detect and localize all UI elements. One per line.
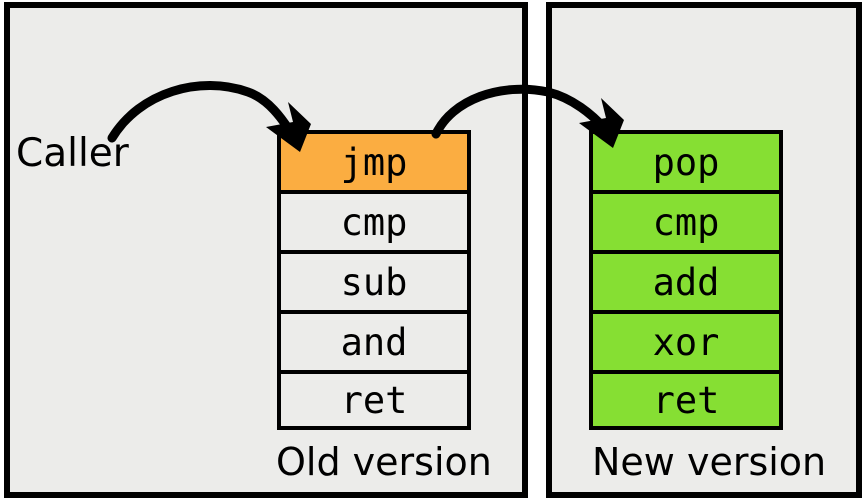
instruction-stack-new: pop cmp add xor ret bbox=[589, 130, 783, 430]
instruction-box-cmp: cmp bbox=[277, 190, 471, 250]
instruction-stack-old: jmp cmp sub and ret bbox=[277, 130, 471, 430]
instruction-label: cmp bbox=[652, 200, 720, 244]
caller-label: Caller bbox=[16, 131, 129, 176]
instruction-label: sub bbox=[340, 260, 408, 304]
instruction-label: pop bbox=[652, 140, 720, 184]
instruction-box-and: and bbox=[277, 310, 471, 370]
instruction-label: xor bbox=[652, 320, 720, 364]
instruction-box-xor: xor bbox=[589, 310, 783, 370]
instruction-box-add: add bbox=[589, 250, 783, 310]
caption-new-version: New version bbox=[592, 440, 827, 484]
instruction-label: cmp bbox=[340, 200, 408, 244]
instruction-box-cmp: cmp bbox=[589, 190, 783, 250]
instruction-label: ret bbox=[340, 378, 408, 422]
instruction-box-ret: ret bbox=[589, 370, 783, 430]
caption-old-version: Old version bbox=[276, 440, 492, 484]
instruction-box-jmp: jmp bbox=[277, 130, 471, 190]
instruction-box-sub: sub bbox=[277, 250, 471, 310]
instruction-label: ret bbox=[652, 378, 720, 422]
instruction-label: add bbox=[652, 260, 720, 304]
instruction-box-ret: ret bbox=[277, 370, 471, 430]
instruction-box-pop: pop bbox=[589, 130, 783, 190]
instruction-label: jmp bbox=[340, 140, 408, 184]
instruction-label: and bbox=[340, 320, 408, 364]
